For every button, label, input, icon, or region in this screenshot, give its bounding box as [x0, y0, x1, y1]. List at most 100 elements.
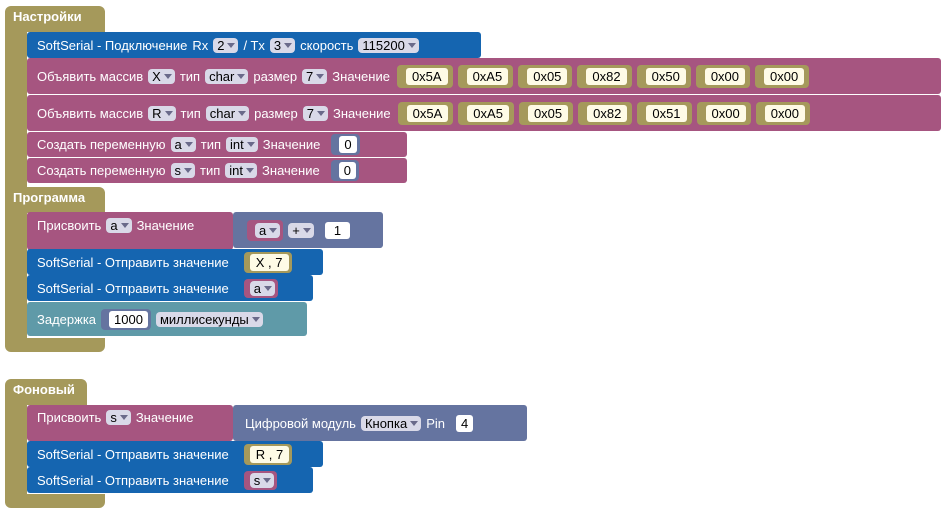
array-value-field[interactable]: 0x82 [586, 67, 627, 85]
array-declare-block-r[interactable]: Объявить массив R тип char размер 7 Знач… [27, 95, 941, 131]
array-size: 7 [306, 68, 314, 84]
array-declare-block-x[interactable]: Объявить массив X тип char размер 7 Знач… [27, 58, 941, 94]
variable-socket[interactable]: s [243, 470, 278, 490]
variable-type-dropdown[interactable]: int [225, 163, 258, 178]
softserial-send-label: SoftSerial - Отправить значение [37, 472, 229, 488]
module-dropdown[interactable]: Кнопка [360, 415, 422, 431]
variable-create-block-s[interactable]: Создать переменную s тип int Значение 0 [27, 158, 407, 183]
array-value-field[interactable]: 0x50 [645, 67, 686, 85]
array-value-socket[interactable]: 0x82 [578, 101, 633, 125]
assign-label: Присвоить [37, 410, 102, 425]
number-field[interactable]: 0 [339, 136, 357, 153]
delay-label: Задержка [37, 311, 97, 327]
number-field[interactable]: 0 [338, 162, 356, 179]
softserial-send-block[interactable]: SoftSerial - Отправить значение s [27, 467, 313, 493]
array-type: char [209, 105, 236, 121]
tx-dropdown[interactable]: 3 [269, 37, 296, 53]
delay-block[interactable]: Задержка 1000 миллисекунды [27, 302, 307, 336]
array-value-field[interactable]: 0x00 [764, 104, 805, 122]
array-value-field[interactable]: 0x00 [705, 104, 746, 122]
variable-socket[interactable]: a [243, 278, 278, 298]
array-value-field[interactable]: 0xA5 [467, 104, 509, 122]
array-value-field[interactable]: 0x05 [527, 67, 568, 85]
value-label: Значение [262, 137, 321, 152]
array-value-field[interactable]: 0x5A [406, 104, 449, 122]
softserial-connect-block[interactable]: SoftSerial - Подключение Rx 2 / Tx 3 ско… [27, 32, 481, 58]
value-socket[interactable]: X , 7 [243, 251, 292, 273]
array-value-socket[interactable]: 0x00 [755, 101, 810, 125]
assign-block-s[interactable]: Присвоить s Значение [27, 405, 233, 441]
number-socket[interactable]: 1000 [101, 308, 151, 330]
variable-name-dropdown[interactable]: s [170, 163, 196, 178]
setup-frame [5, 30, 27, 188]
array-value-field[interactable]: 0x5A [405, 67, 448, 85]
array-value-socket[interactable]: 0x82 [577, 64, 632, 88]
array-name-dropdown[interactable]: X [148, 68, 175, 84]
variable-dropdown[interactable]: a [249, 280, 275, 296]
delay-unit-dropdown[interactable]: миллисекунды [155, 311, 263, 327]
setup-hat-block[interactable]: Настройки [5, 6, 105, 32]
value-field[interactable]: X , 7 [249, 253, 289, 271]
program-hat-block[interactable]: Программа [5, 187, 105, 213]
chevron-down-icon [246, 142, 255, 147]
variable-create-block-a[interactable]: Создать переменную a тип int Значение 0 [27, 132, 407, 157]
array-type-dropdown[interactable]: char [205, 105, 250, 121]
number-field[interactable]: 1 [324, 221, 351, 239]
assign-var-dropdown[interactable]: s [106, 410, 131, 425]
pin-field[interactable]: 4 [455, 414, 474, 432]
array-value-socket[interactable]: 0x00 [696, 101, 751, 125]
array-value-socket[interactable]: 0x50 [636, 64, 691, 88]
array-name-dropdown[interactable]: R [148, 105, 176, 121]
assign-var-dropdown[interactable]: a [106, 218, 132, 233]
array-value-socket[interactable]: 0xA5 [458, 101, 514, 125]
array-value-field[interactable]: 0x51 [646, 104, 687, 122]
array-value-field[interactable]: 0xA5 [466, 67, 509, 85]
setup-title: Настройки [13, 9, 82, 24]
value-socket[interactable]: R , 7 [243, 443, 293, 465]
array-value-field[interactable]: 0x00 [704, 67, 746, 85]
softserial-send-block[interactable]: SoftSerial - Отправить значение X , 7 [27, 249, 323, 275]
variable-value: a [253, 280, 261, 296]
value-field[interactable]: R , 7 [249, 445, 290, 463]
array-value-field[interactable]: 0x00 [764, 67, 805, 85]
variable-name-dropdown[interactable]: a [170, 137, 196, 152]
operand-dropdown[interactable]: a [255, 222, 281, 238]
softserial-send-block[interactable]: SoftSerial - Отправить значение a [27, 275, 313, 301]
array-value-field[interactable]: 0x82 [587, 104, 628, 122]
number-socket[interactable]: 4 [449, 412, 477, 434]
variable-dropdown[interactable]: s [249, 472, 275, 488]
value-label: Значение [135, 410, 194, 425]
array-type-dropdown[interactable]: char [205, 68, 249, 84]
array-value-field[interactable]: 0x05 [527, 104, 569, 122]
delay-value-field[interactable]: 1000 [109, 310, 148, 328]
number-socket[interactable]: 0 [330, 160, 359, 181]
softserial-send-block[interactable]: SoftSerial - Отправить значение R , 7 [27, 441, 323, 467]
array-value-socket[interactable]: 0x05 [518, 64, 573, 88]
number-socket[interactable]: 1 [318, 219, 354, 241]
background-hat-block[interactable]: Фоновый [5, 379, 87, 405]
type-label: тип [200, 137, 222, 152]
rx-dropdown[interactable]: 2 [213, 37, 239, 53]
array-size-dropdown[interactable]: 7 [302, 68, 328, 84]
array-value-socket[interactable]: 0x05 [518, 101, 574, 125]
array-value-socket[interactable]: 0xA5 [457, 64, 514, 88]
digital-module-block[interactable]: Цифровой модуль Кнопка Pin 4 [233, 405, 527, 441]
array-value-socket[interactable]: 0x00 [695, 64, 751, 88]
operator-dropdown[interactable]: + [288, 222, 314, 238]
array-value-socket[interactable]: 0x51 [637, 101, 692, 125]
variable-socket[interactable]: a [247, 219, 284, 241]
variable-type-dropdown[interactable]: int [226, 137, 258, 152]
math-block[interactable]: a + 1 [233, 212, 383, 248]
tx-value: 3 [273, 37, 282, 53]
chevron-down-icon [317, 110, 325, 116]
array-value-socket[interactable]: 0x5A [397, 101, 454, 125]
array-size-dropdown[interactable]: 7 [302, 105, 328, 121]
assign-block-a[interactable]: Присвоить a Значение [27, 212, 233, 250]
array-value-socket[interactable]: 0x00 [755, 64, 810, 88]
number-socket[interactable]: 0 [331, 134, 360, 155]
chevron-down-icon [184, 142, 193, 147]
chevron-down-icon [251, 316, 260, 322]
array-type: char [209, 68, 235, 84]
speed-dropdown[interactable]: 115200 [358, 37, 419, 53]
array-value-socket[interactable]: 0x5A [396, 64, 453, 88]
